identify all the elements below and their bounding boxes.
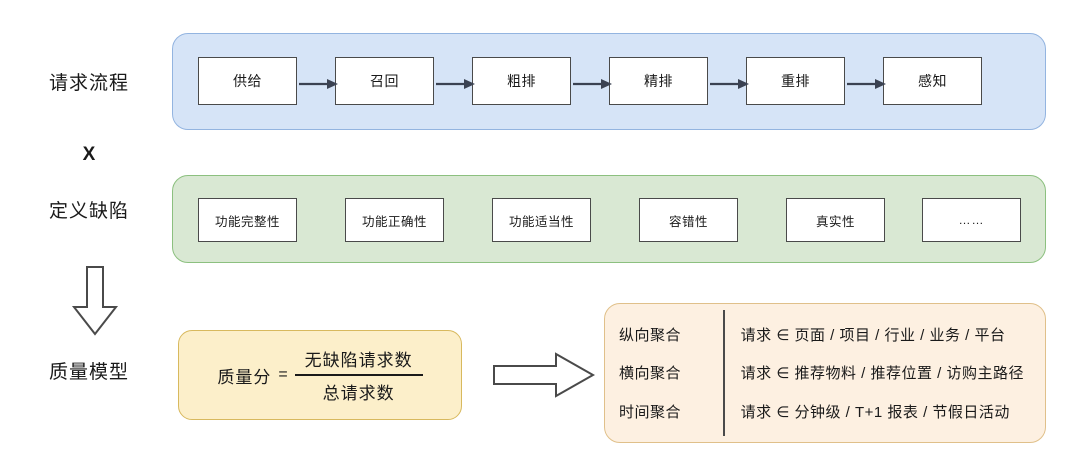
flow-node-perception[interactable]: 感知: [883, 57, 982, 105]
aggregation-value-time: 请求 ∈ 分钟级 / T+1 报表 / 节假日活动: [740, 404, 1010, 422]
defect-node-functional-appropriateness[interactable]: 功能适当性: [492, 198, 591, 242]
arrow-right-icon-1: [299, 79, 338, 89]
arrow-right-icon-3: [573, 79, 612, 89]
defect-node-authenticity[interactable]: 真实性: [786, 198, 885, 242]
formula-equals-sign: =: [278, 366, 288, 383]
formula-fraction-bar: [294, 374, 423, 376]
flow-node-fine-rank[interactable]: 精排: [609, 57, 708, 105]
formula-denominator: 总请求数: [322, 383, 395, 403]
hollow-right-arrow-icon: [493, 352, 596, 398]
aggregation-divider-1: [723, 310, 725, 359]
defect-node-ellipsis[interactable]: ……: [922, 198, 1021, 242]
flow-node-supply[interactable]: 供给: [198, 57, 297, 105]
cross-product-symbol: X: [82, 144, 96, 165]
aggregation-panel: 纵向聚合 请求 ∈ 页面 / 项目 / 行业 / 业务 / 平台 横向聚合 请求…: [604, 303, 1046, 443]
defect-node-functional-completeness[interactable]: 功能完整性: [198, 198, 297, 242]
formula-fraction: 无缺陷请求数 总请求数: [294, 346, 423, 404]
aggregation-key-vertical: 纵向聚合: [619, 326, 682, 344]
aggregation-key-time: 时间聚合: [619, 404, 682, 422]
aggregation-divider-3: [723, 387, 725, 436]
formula-left-term: 质量分: [217, 367, 272, 387]
arrow-right-icon-2: [436, 79, 475, 89]
quality-score-formula-box: 质量分 = 无缺陷请求数 总请求数: [178, 330, 462, 420]
aggregation-row-horizontal[interactable]: 横向聚合 请求 ∈ 推荐物料 / 推荐位置 / 访购主路径: [605, 348, 1045, 397]
defect-node-functional-correctness[interactable]: 功能正确性: [345, 198, 444, 242]
row-label-quality-model: 质量模型: [48, 362, 129, 383]
flow-node-recall[interactable]: 召回: [335, 57, 434, 105]
flow-node-coarse-rank[interactable]: 粗排: [472, 57, 571, 105]
formula-numerator: 无缺陷请求数: [304, 351, 413, 371]
aggregation-divider-2: [723, 348, 725, 397]
hollow-down-arrow-icon: [71, 266, 119, 336]
aggregation-value-horizontal: 请求 ∈ 推荐物料 / 推荐位置 / 访购主路径: [740, 365, 1025, 383]
defect-node-fault-tolerance[interactable]: 容错性: [639, 198, 738, 242]
row-label-request-flow: 请求流程: [48, 73, 129, 94]
arrow-right-icon-5: [847, 79, 886, 89]
flow-node-re-rank[interactable]: 重排: [746, 57, 845, 105]
aggregation-row-vertical[interactable]: 纵向聚合 请求 ∈ 页面 / 项目 / 行业 / 业务 / 平台: [605, 310, 1045, 359]
aggregation-row-time[interactable]: 时间聚合 请求 ∈ 分钟级 / T+1 报表 / 节假日活动: [605, 387, 1045, 436]
row-label-define-defect: 定义缺陷: [48, 201, 129, 222]
defect-definition-band: [172, 175, 1046, 263]
arrow-right-icon-4: [710, 79, 749, 89]
aggregation-value-vertical: 请求 ∈ 页面 / 项目 / 行业 / 业务 / 平台: [740, 326, 1006, 344]
aggregation-key-horizontal: 横向聚合: [619, 365, 682, 383]
